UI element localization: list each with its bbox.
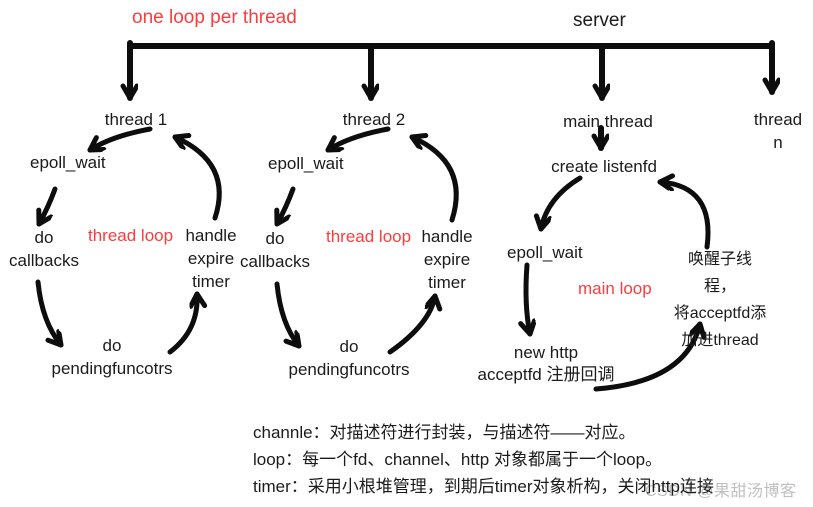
t2-epoll-to-callbacks-arrow [277, 186, 296, 227]
t2-epoll-wait: epoll_wait [268, 154, 344, 173]
t2-do-pendingfuncotrs: do pendingfuncotrs [288, 337, 410, 379]
note-loop: loop：每一个fd、channel、http 对象都属于一个loop。 [253, 450, 663, 469]
t1-pending-to-timer-arrow [167, 291, 197, 355]
note-channel: channle：对描述符进行封装，与描述符——对应。 [253, 423, 636, 442]
newhttp-to-wake-arrow [593, 321, 700, 392]
t1-handle-expire-timer: handle expire timer [185, 226, 237, 291]
thread-n-label: thread n [753, 110, 803, 152]
create-listenfd: create listenfd [551, 157, 657, 176]
note-timer: timer：采用小根堆管理，到期后timer对象析构，关闭http连接 [253, 477, 714, 496]
wake-subthread-note: 唤醒子线程， 将acceptfd添 加进thread [673, 251, 767, 349]
wake-to-create-arrow [657, 182, 711, 250]
notes-block: channle：对描述符进行封装，与描述符——对应。 loop：每一个fd、ch… [253, 419, 714, 500]
epoll-to-newhttp-arrow [526, 262, 530, 337]
t1-timer-to-thread-arrow [172, 137, 222, 221]
main-epoll-wait: epoll_wait [507, 243, 583, 262]
t2-thread-loop-label: thread loop [326, 227, 412, 246]
t2-do-callbacks: do callbacks [240, 229, 310, 271]
t1-thread-to-epoll-arrow [87, 126, 153, 153]
main-thread-label: main thread [563, 112, 653, 131]
t2-timer-to-thread-arrow [409, 137, 459, 223]
thread2-label: thread 2 [342, 110, 406, 129]
create-to-epoll-arrow [541, 175, 583, 232]
server-label: server [573, 10, 626, 31]
t2-callbacks-to-pending-arrow [274, 281, 302, 349]
t2-pending-to-timer-arrow [387, 293, 435, 355]
t1-epoll-to-callbacks-arrow [39, 186, 58, 227]
t1-do-callbacks: do callbacks [9, 228, 79, 270]
main-loop-label: main loop [578, 279, 652, 298]
title-one-loop-per-thread: one loop per thread [132, 7, 297, 28]
t1-epoll-wait: epoll_wait [30, 153, 106, 172]
t1-do-pendingfuncotrs: do pendingfuncotrs [51, 336, 173, 378]
t2-thread-to-epoll-arrow [325, 126, 391, 153]
new-http-acceptfd: new http acceptfd 注册回调 [477, 343, 615, 384]
t2-handle-expire-timer: handle expire timer [421, 227, 473, 292]
thread1-label: thread 1 [104, 110, 168, 129]
t1-thread-loop-label: thread loop [88, 226, 174, 245]
watermark: CSDN @果甜汤博客 [645, 483, 797, 500]
t1-callbacks-to-pending-arrow [35, 279, 64, 348]
